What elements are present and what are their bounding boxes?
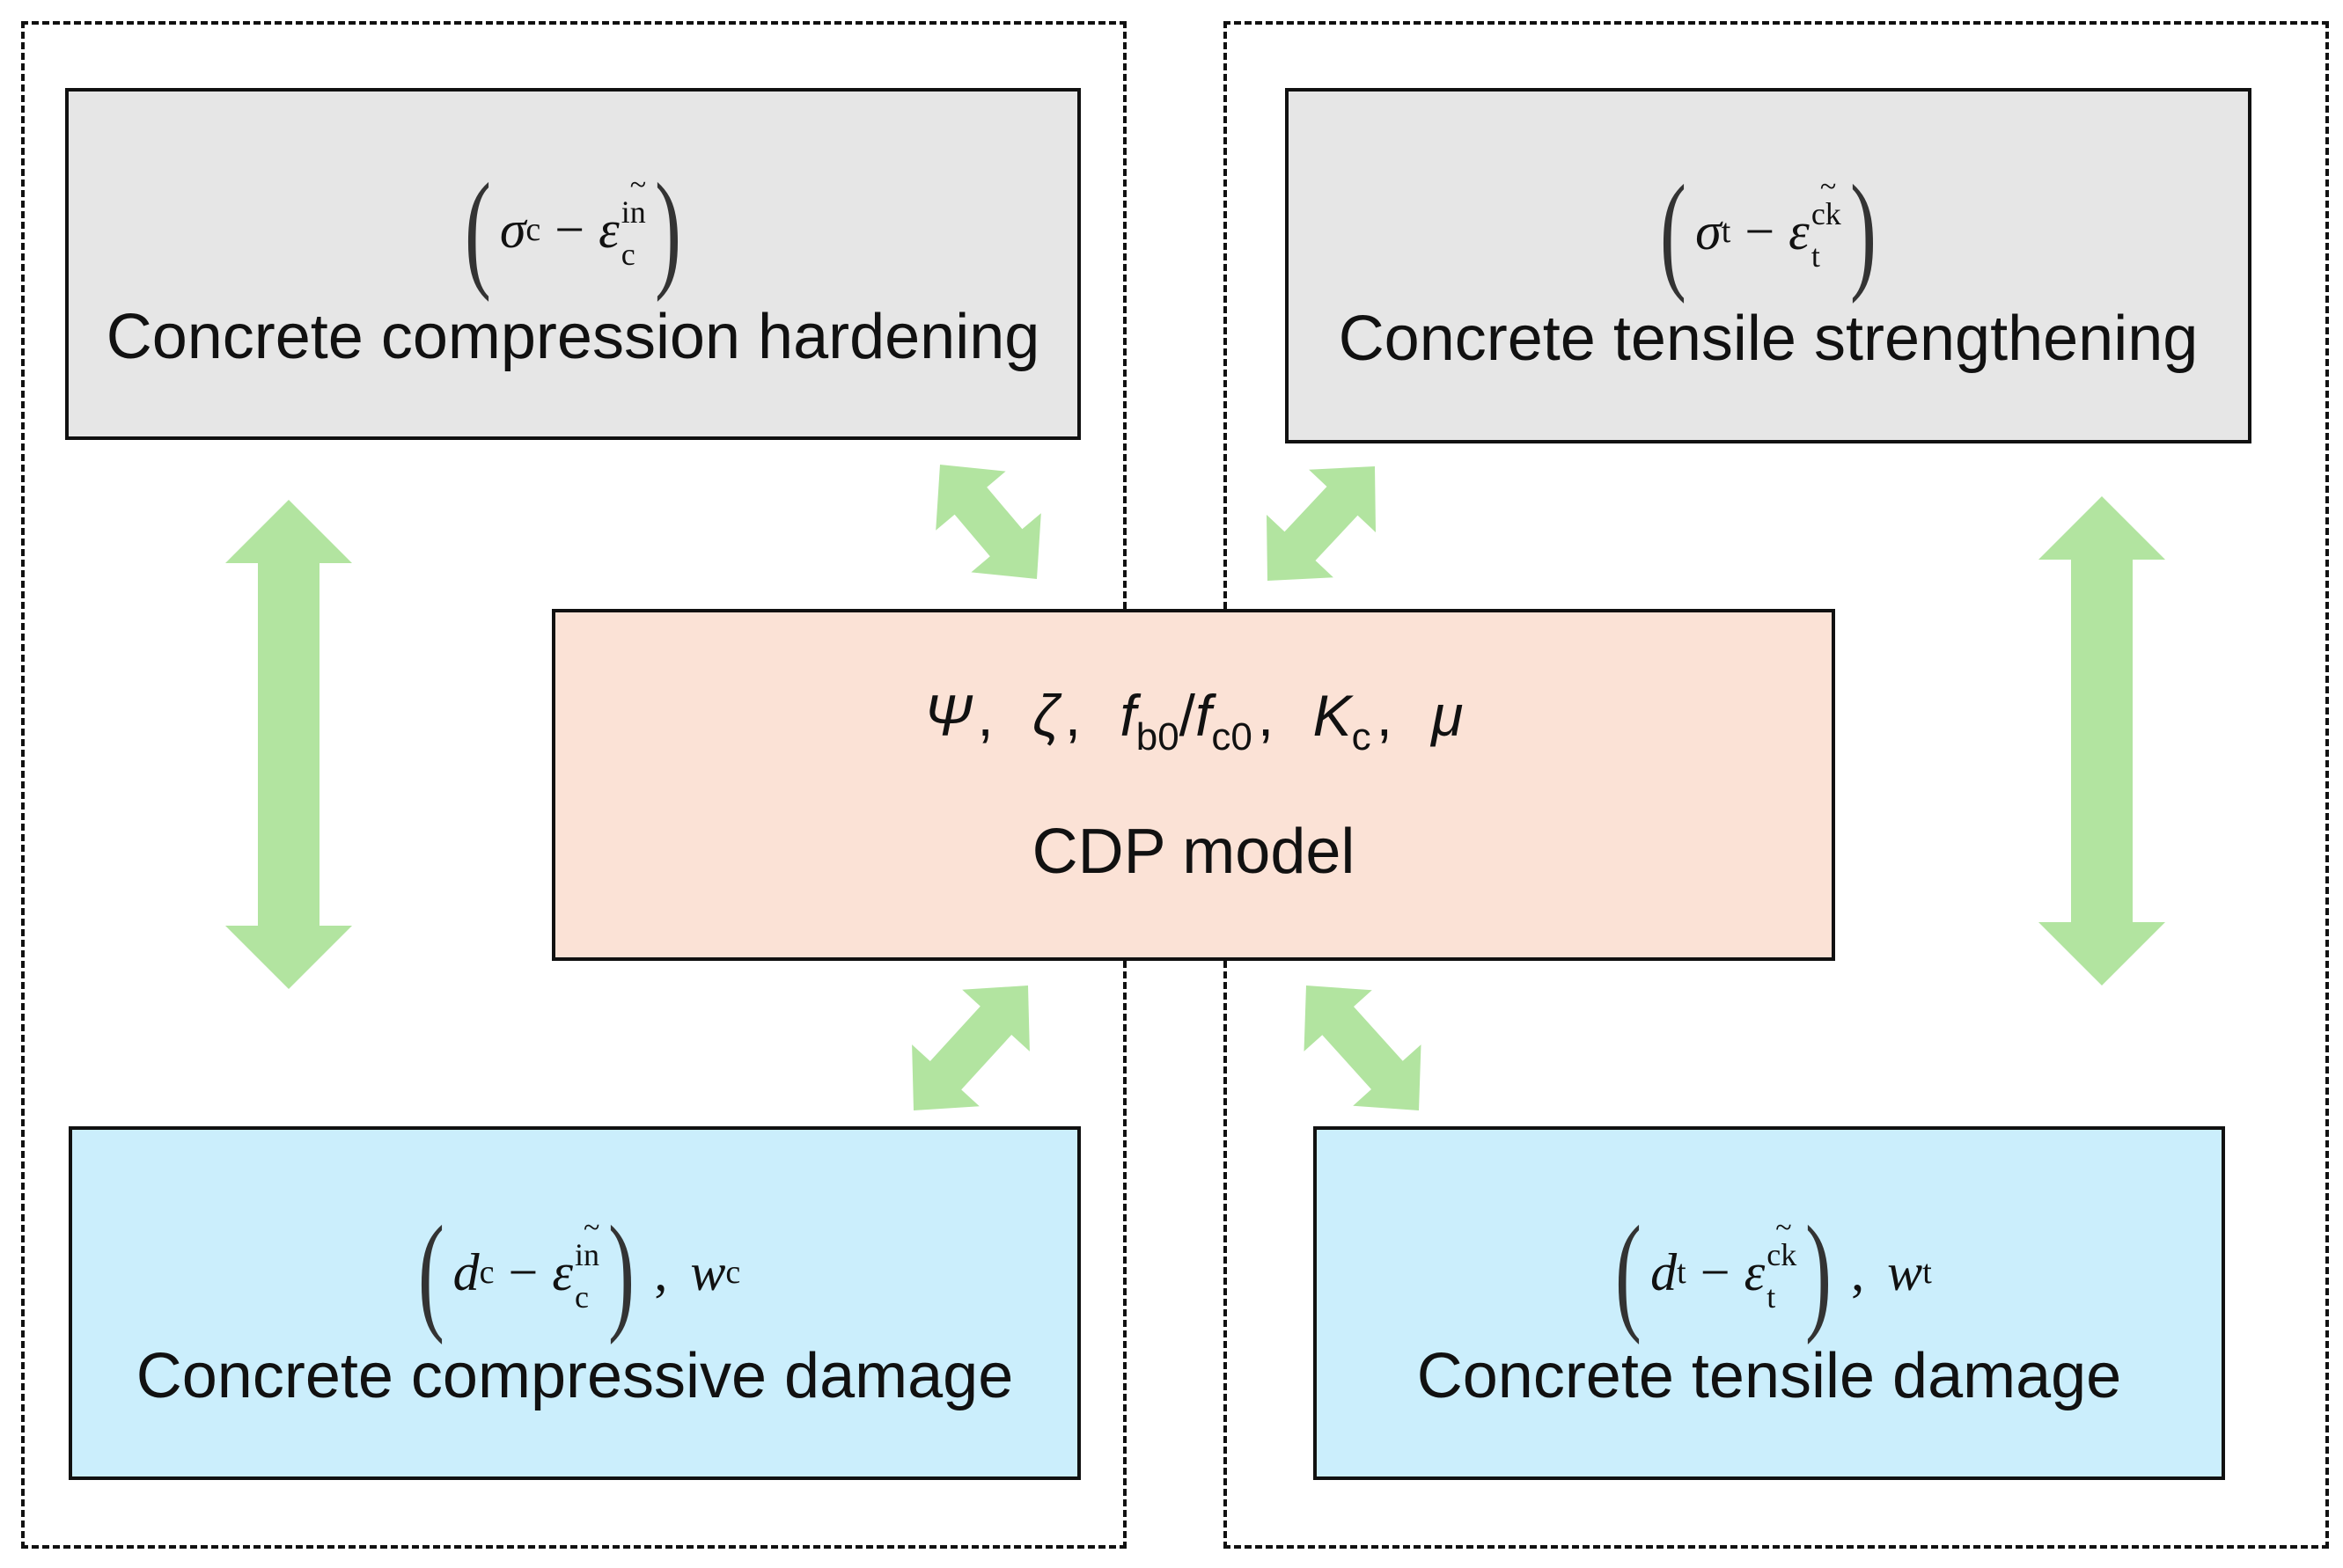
- k-symbol: K: [1312, 683, 1352, 748]
- epsilon-symbol: ε: [1788, 201, 1810, 260]
- left-paren: (: [1615, 1199, 1642, 1345]
- epsilon-symbol: ε: [599, 200, 620, 259]
- comma: ,: [654, 1242, 668, 1301]
- mu-symbol: μ: [1431, 683, 1464, 748]
- left-paren: (: [417, 1199, 444, 1345]
- epsilon-indices: ~in c: [575, 1212, 600, 1315]
- minus-sign: −: [1744, 201, 1775, 260]
- epsilon-superscript: in: [621, 194, 646, 230]
- double-arrow-bottom-left-diagonal: [912, 985, 1030, 1110]
- tilde-mark: ~: [1819, 171, 1837, 204]
- fc-subscript: c0: [1211, 715, 1252, 758]
- sigma-symbol: σ: [1695, 201, 1722, 260]
- epsilon-subscript: t: [1766, 1279, 1776, 1315]
- tilde-mark: ~: [629, 169, 647, 202]
- compressive-damage-label: Concrete compressive damage: [136, 1341, 1014, 1411]
- double-arrow-top-left-diagonal: [936, 465, 1041, 579]
- minus-sign: −: [1700, 1242, 1730, 1301]
- d-symbol: d: [1650, 1242, 1678, 1301]
- comma: ,: [1851, 1242, 1865, 1301]
- epsilon-symbol: ε: [1744, 1242, 1766, 1301]
- ratio-slash: /: [1179, 683, 1196, 748]
- separator: ,: [1257, 683, 1274, 748]
- sigma-subscript: t: [1721, 213, 1731, 250]
- left-paren: (: [464, 157, 491, 303]
- w-subscript: t: [1922, 1254, 1932, 1291]
- psi-symbol: Ψ: [923, 683, 973, 748]
- epsilon-superscript: in: [575, 1236, 600, 1272]
- epsilon-subscript: c: [575, 1279, 590, 1315]
- d-symbol: d: [452, 1242, 480, 1301]
- tilde-mark: ~: [584, 1212, 600, 1245]
- right-paren: ): [655, 157, 682, 303]
- cdp-parameters: Ψ, ζ, fb0/fc0, Kc, μ: [924, 682, 1464, 759]
- epsilon-subscript: t: [1810, 238, 1820, 274]
- double-arrow-bottom-right-diagonal: [1304, 985, 1421, 1110]
- w-subscript: c: [725, 1254, 741, 1291]
- d-subscript: t: [1677, 1254, 1686, 1291]
- epsilon-symbol: ε: [552, 1242, 574, 1301]
- right-paren: ): [1849, 158, 1877, 304]
- k-subscript: c: [1351, 715, 1371, 758]
- separator: ,: [1064, 683, 1082, 748]
- w-symbol: w: [1887, 1242, 1923, 1301]
- epsilon-superscript: ck: [1766, 1236, 1797, 1272]
- sigma-symbol: σ: [499, 200, 526, 259]
- tensile-damage-label: Concrete tensile damage: [1416, 1341, 2122, 1411]
- fc-symbol: f: [1195, 683, 1212, 748]
- epsilon-superscript: ck: [1810, 195, 1841, 231]
- separator: ,: [977, 683, 994, 748]
- zeta-symbol: ζ: [1032, 683, 1060, 748]
- minus-sign: −: [508, 1242, 539, 1301]
- double-arrow-left-vertical: [225, 500, 352, 989]
- cdp-model-label: CDP model: [1032, 817, 1355, 887]
- d-subscript: c: [479, 1254, 495, 1291]
- epsilon-indices: ~ck t: [1810, 171, 1841, 274]
- minus-sign: −: [555, 200, 585, 259]
- epsilon-subscript: c: [621, 236, 635, 272]
- w-symbol: w: [690, 1242, 726, 1301]
- epsilon-indices: ~in c: [621, 169, 647, 272]
- tensile-strengthening-label: Concrete tensile strengthening: [1338, 304, 2199, 374]
- epsilon-indices: ~ck t: [1766, 1212, 1797, 1315]
- tilde-mark: ~: [1775, 1212, 1792, 1245]
- fb-symbol: f: [1120, 683, 1136, 748]
- compression-hardening-label: Concrete compression hardening: [106, 302, 1040, 372]
- double-arrow-right-vertical: [2038, 496, 2165, 985]
- double-arrow-top-right-diagonal: [1267, 466, 1376, 581]
- sigma-subscript: c: [525, 211, 541, 248]
- left-paren: (: [1660, 158, 1687, 304]
- right-paren: ): [608, 1199, 635, 1345]
- fb-subscript: b0: [1135, 715, 1179, 758]
- right-paren: ): [1805, 1199, 1833, 1345]
- separator: ,: [1376, 683, 1392, 748]
- cdp-model-box: Ψ, ζ, fb0/fc0, Kc, μ CDP model: [552, 609, 1835, 961]
